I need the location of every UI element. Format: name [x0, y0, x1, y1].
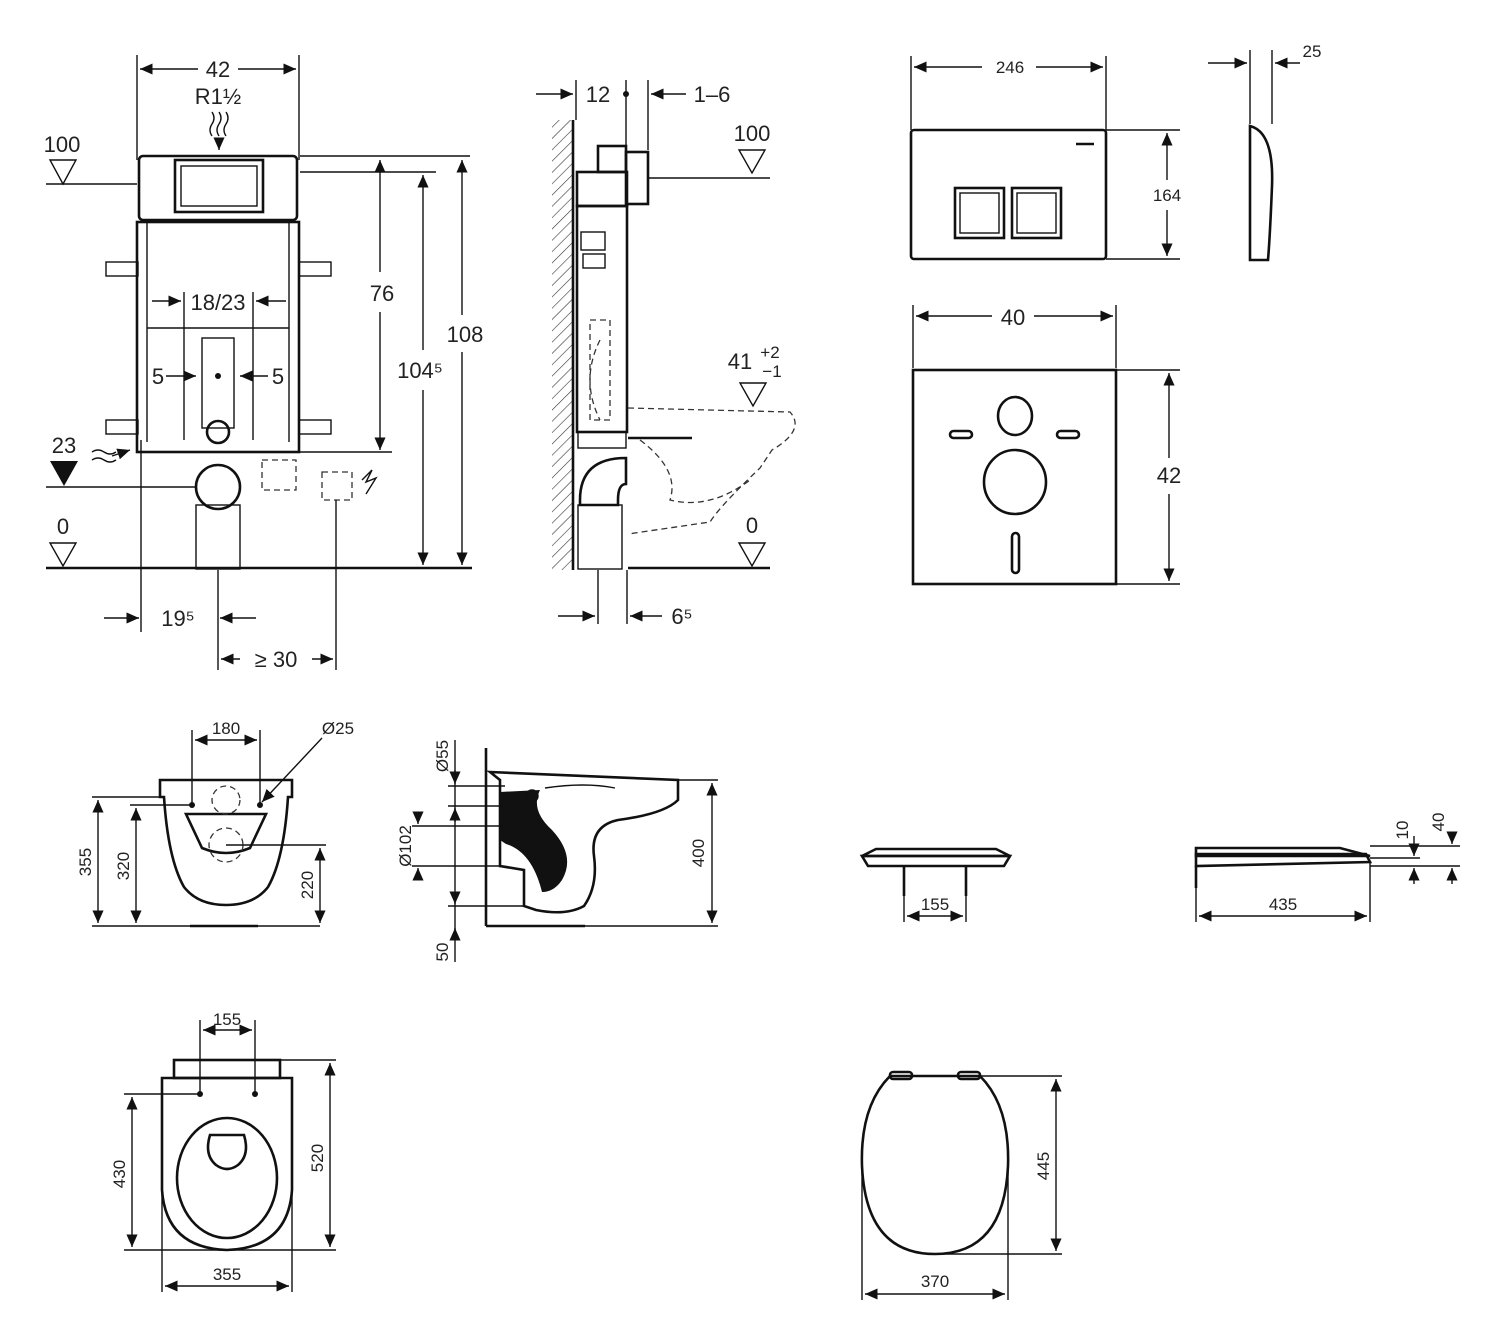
- seat-side-total: 40: [1429, 813, 1448, 832]
- bowl-front-hole-spacing: 180: [212, 719, 240, 738]
- frame-level-top: 100: [44, 132, 81, 157]
- side-bowl-level: 41: [728, 349, 752, 374]
- seat-side-lid: 10: [1393, 821, 1412, 840]
- frame-pipe-label: R1½: [195, 84, 241, 109]
- bowl-front-hole-dia: Ø25: [322, 719, 354, 738]
- plate-thickness-label: 25: [1303, 42, 1322, 61]
- frame-level-mid: 23: [52, 433, 76, 458]
- seat-front-view: 155: [859, 847, 1013, 922]
- bowl-top-width: 355: [213, 1265, 241, 1284]
- seat-side-length: 435: [1269, 895, 1297, 914]
- sound-mat-view: 40 42: [911, 305, 1181, 586]
- side-depth-a: 12: [586, 82, 610, 107]
- side-level-top: 100: [734, 121, 771, 146]
- side-tolerance-minus: −1: [762, 362, 781, 381]
- side-bottom-offset: 6⁵: [671, 604, 692, 629]
- flush-plate-view: 246 164 25: [909, 42, 1322, 262]
- seat-top-length: 445: [1034, 1152, 1053, 1180]
- frame-min-clearance: ≥ 30: [255, 647, 298, 672]
- frame-height-mid: 104⁵: [397, 358, 443, 383]
- frame-width-label: 42: [206, 57, 230, 82]
- frame-offset-right: 5: [272, 364, 284, 389]
- mat-width-label: 40: [1001, 305, 1025, 330]
- bowl-top-inner: 430: [110, 1160, 129, 1188]
- bowl-front-mid-height: 320: [114, 852, 133, 880]
- bowl-front-view: 180 Ø25 355 320 220: [76, 719, 354, 928]
- bowl-top-length: 520: [308, 1144, 327, 1172]
- bowl-side-inlet-dia: Ø55: [433, 740, 452, 772]
- bowl-front-total-height: 355: [76, 848, 95, 876]
- bowl-top-view: 155 430 520 355: [110, 1010, 336, 1292]
- plate-height-label: 164: [1153, 186, 1181, 205]
- side-depth-b: 1–6: [694, 82, 731, 107]
- side-level-floor: 0: [746, 513, 758, 538]
- seat-side-view: 435 10 40: [1194, 813, 1460, 922]
- bowl-front-low-height: 220: [298, 871, 317, 899]
- bowl-side-view: Ø55 Ø102 50 400: [396, 740, 718, 962]
- frame-height-upper: 76: [370, 281, 394, 306]
- seat-top-view: 445 370: [860, 1070, 1062, 1300]
- side-tolerance-plus: +2: [760, 343, 779, 362]
- seat-top-width: 370: [921, 1272, 949, 1291]
- seat-front-hinge-spacing: 155: [921, 895, 949, 914]
- frame-level-floor: 0: [57, 514, 69, 539]
- bowl-side-bottom: 50: [433, 943, 452, 962]
- bowl-side-height: 400: [689, 839, 708, 867]
- bowl-top-hinge-spacing: 155: [213, 1010, 241, 1029]
- bowl-side-outlet-dia: Ø102: [396, 825, 415, 867]
- frame-left-offset: 19⁵: [161, 606, 195, 631]
- frame-front-view: 42 R1½ 18/23 5 5: [44, 55, 484, 672]
- plate-width-label: 246: [996, 58, 1024, 77]
- frame-offset-left: 5: [152, 364, 164, 389]
- frame-side-view: 12 1–6 100 41 +2 −1 0 6⁵: [536, 80, 796, 629]
- frame-spacing-label: 18/23: [190, 290, 245, 315]
- mat-height-label: 42: [1157, 463, 1181, 488]
- frame-height-total: 108: [447, 322, 484, 347]
